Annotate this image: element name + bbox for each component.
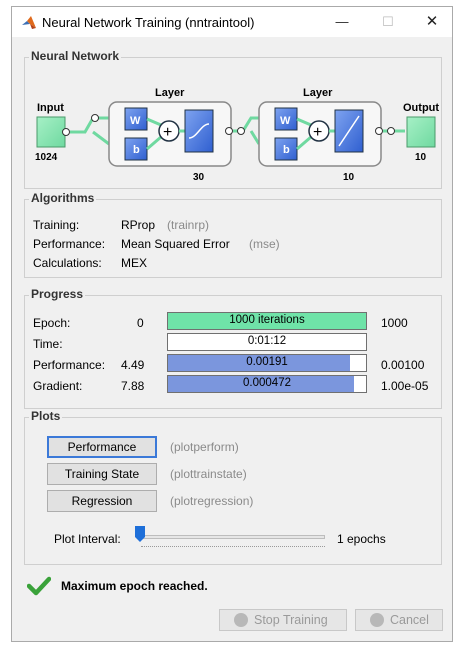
gradient-progress-fill [168,376,355,392]
layer1-weight-label: W [130,115,141,127]
window-title: Neural Network Training (nntraintool) [42,15,255,30]
performance-plot-note: (plotperform) [170,440,239,454]
network-diagram: Input 1024 Layer W b + 30 Laye [35,87,439,183]
epoch-end: 1000 [381,316,408,330]
training-label: Training: [33,218,80,232]
output-size: 10 [415,152,427,163]
stop-training-button[interactable]: Stop Training [219,609,347,631]
title-bar: Neural Network Training (nntraintool) — … [12,7,452,37]
plot-interval-value: 1 epochs [337,532,386,546]
epoch-current: 1000 iterations [229,314,305,326]
plot-interval-ticks [141,542,325,547]
layer1-size: 30 [193,172,205,183]
gradient-label: Gradient: [33,379,83,393]
output-node [406,116,436,148]
stop-training-label: Stop Training [254,613,328,627]
performance-start: 4.49 [121,358,145,372]
layer2-size: 10 [343,172,355,183]
input-label: Input [37,102,64,114]
cancel-label: Cancel [390,613,429,627]
input-size: 1024 [35,152,58,163]
minimize-button[interactable]: — [335,14,349,29]
layer2-bias-label: b [283,144,290,156]
layer1-title: Layer [155,87,185,99]
time-current: 0:01:12 [247,335,287,347]
maximize-button[interactable]: ☐ [382,14,394,29]
cancel-button[interactable]: Cancel [355,609,443,631]
calculations-label: Calculations: [33,256,102,270]
epoch-progress-bar: 1000 iterations [167,312,367,330]
algorithms-panel: Algorithms Training: RProp (trainrp) Per… [24,191,442,278]
close-button[interactable]: ✕ [425,13,439,30]
nntraintool-window: Neural Network Training (nntraintool) — … [11,6,453,642]
plot-interval-slider[interactable] [141,535,325,539]
epoch-start: 0 [137,316,144,330]
status-message: Maximum epoch reached. [61,579,208,593]
layer2-sum-symbol: + [313,124,322,141]
gradient-start: 7.88 [121,379,145,393]
performance-end: 0.00100 [381,358,425,372]
epoch-label: Epoch: [33,316,71,330]
time-progress-bar: 0:01:12 [167,333,367,351]
layer1-bias-label: b [133,144,140,156]
input-node [36,116,66,148]
performance-progress-label: Performance: [33,358,106,372]
gradient-current: 0.000472 [243,377,291,389]
training-note: (trainrp) [167,218,210,232]
training-value: RProp [121,218,156,232]
performance-current: 0.00191 [246,356,288,368]
performance-value: Mean Squared Error [121,237,230,251]
progress-panel: Progress Epoch: 0 1000 iterations 1000 T… [24,287,442,409]
gradient-end: 1.00e-05 [381,379,429,393]
training-state-plot-button[interactable]: Training State [47,463,157,485]
plot-interval-label: Plot Interval: [54,532,121,546]
checkmark-icon [26,576,52,596]
layer1-sum-symbol: + [163,124,172,141]
stop-icon [234,613,248,627]
training-state-plot-note: (plottrainstate) [170,467,247,481]
calculations-value: MEX [121,256,148,270]
time-label: Time: [33,337,63,351]
layer2-title: Layer [303,87,333,99]
performance-progress-fill [168,355,351,371]
epoch-progress-fill [168,313,366,329]
layer2-weight-label: W [280,115,291,127]
plot-interval-thumb[interactable] [135,526,145,542]
progress-title: Progress [29,287,86,301]
regression-plot-note: (plotregression) [170,494,254,508]
performance-progress-bar: 0.00191 [167,354,367,372]
performance-note: (mse) [249,237,280,251]
status-line: Maximum epoch reached. [26,576,208,596]
gradient-progress-bar: 0.000472 [167,375,367,393]
neural-network-title: Neural Network [29,49,122,63]
plots-panel: Plots Performance (plotperform) Training… [24,409,442,565]
plots-title: Plots [29,409,63,423]
algorithms-title: Algorithms [29,191,97,205]
neural-network-panel: Neural Network Input 1024 Layer W [24,49,442,189]
performance-label: Performance: [33,237,106,251]
output-label: Output [403,102,439,114]
matlab-logo-icon [22,16,36,29]
performance-plot-button[interactable]: Performance [47,436,157,458]
regression-plot-button[interactable]: Regression [47,490,157,512]
cancel-icon [370,613,384,627]
